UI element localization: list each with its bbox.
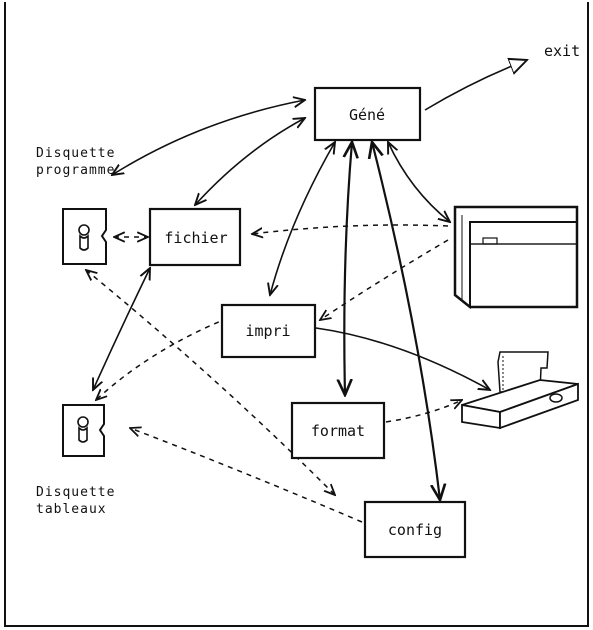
config-label: config	[388, 521, 442, 539]
edge-gene-format	[344, 142, 352, 395]
impri-label: impri	[245, 322, 290, 340]
disk-tableaux-label-line2: tableaux	[36, 502, 107, 517]
gene-box	[313, 86, 422, 142]
impri-box	[220, 303, 317, 359]
printer-icon	[461, 351, 579, 430]
diagram-frame	[4, 2, 589, 627]
edge-programme-gene	[112, 100, 305, 175]
fichier-label: fichier	[164, 229, 227, 247]
disk-programme-label-line2: programme	[36, 163, 115, 178]
fichier-box	[148, 207, 242, 267]
edge-programme-config	[86, 270, 335, 495]
edge-impri-tableaux	[96, 317, 229, 400]
terminal-screen-icon	[453, 205, 579, 310]
edge-terminal-fichier	[252, 224, 449, 234]
edge-gene-config	[372, 142, 440, 500]
config-box	[363, 500, 467, 559]
edge-terminal-impri	[320, 239, 449, 320]
edge-gene-impri	[270, 142, 335, 295]
edge-impri-printer	[315, 327, 490, 390]
disk-programme-label-line1: Disquette	[36, 146, 115, 161]
disk-tableaux-label-line1: Disquette	[36, 485, 115, 500]
format-label: format	[311, 422, 365, 440]
edge-format-printer	[385, 400, 462, 423]
edge-gene-terminal	[388, 142, 450, 222]
edge-fichier-tableaux	[93, 268, 150, 390]
floppy-disk-icon	[62, 404, 105, 457]
floppy-disk-icon	[62, 208, 107, 265]
gene-label: Géné	[349, 106, 385, 124]
edge-config-tableaux	[130, 428, 363, 523]
edge-fichier-gene	[195, 118, 305, 205]
format-box	[290, 401, 386, 460]
exit-label: exit	[544, 42, 580, 60]
edge-gene-exit	[424, 60, 527, 111]
